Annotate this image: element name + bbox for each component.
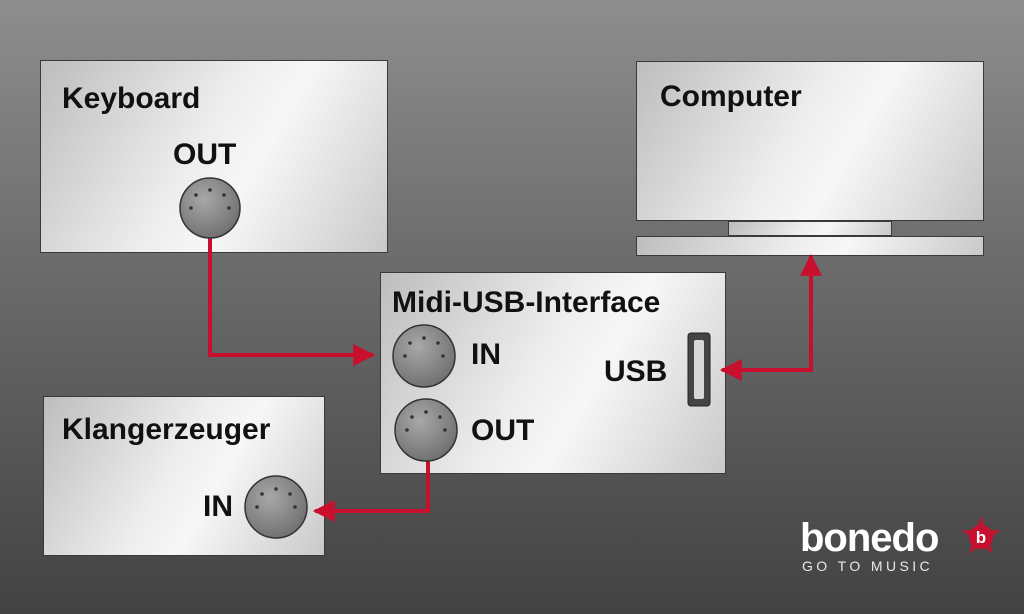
cable-usb-to-computer [719,253,822,381]
logo-star-badge-icon: b [961,516,1001,554]
computer-monitor [636,61,984,221]
sound-generator-title: Klangerzeuger [62,413,271,446]
logo-badge-letter: b [976,528,986,547]
computer-title: Computer [660,80,802,113]
cable-interface-to-sound-generator [312,460,430,522]
sound-generator-midi-in-port [244,475,308,539]
keyboard-out-label: OUT [173,138,237,171]
usb-port [687,332,711,407]
keyboard-title: Keyboard [62,82,201,115]
keyboard-midi-out-port [179,177,241,239]
logo-tagline: GO TO MUSIC [802,558,934,574]
interface-out-label: OUT [471,414,535,447]
computer-stand [728,221,892,236]
interface-in-label: IN [471,338,501,371]
interface-title: Midi-USB-Interface [392,286,661,319]
interface-midi-out-port [394,398,458,462]
bonedo-logo: bonedo GO TO MUSIC b [800,516,1010,578]
interface-midi-in-port [392,324,456,388]
cable-keyboard-to-interface [208,238,376,366]
sound-generator-in-label: IN [203,490,233,523]
logo-wordmark: bonedo [800,516,939,560]
interface-usb-label: USB [604,355,668,388]
